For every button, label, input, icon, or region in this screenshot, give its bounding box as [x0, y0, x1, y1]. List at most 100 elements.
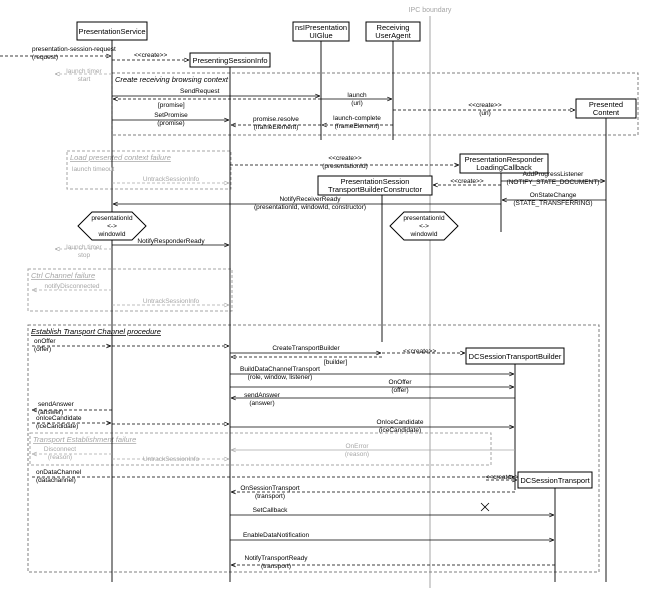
msg-launch-timer-stop-line1: launch timer — [66, 244, 102, 251]
msg-notify-responder-ready-label: NotifyResponderReady — [137, 238, 205, 245]
msg-untrack-1-label: UntrackSessionInfo — [143, 176, 200, 183]
msg-untrack-3-label: UntrackSessionInfo — [143, 456, 200, 463]
state-right-line2: <-> — [419, 223, 429, 230]
participant-presented-content-line2: Content — [593, 108, 620, 117]
msg-create-session-info-label: <<create>> — [134, 52, 167, 59]
msg-create-dc-builder-label: <<create>> — [403, 348, 436, 355]
fragment-establish-transport-label: Establish Transport Channel procedure — [31, 327, 161, 336]
msg-add-progress-listener-arg: (NOTIFY_STATE_DOCUMENT) — [507, 179, 600, 186]
msg-promise-resolve-arg: (frameElement) — [254, 124, 299, 131]
participant-presentation-service: PresentationService — [78, 27, 145, 36]
participant-builder-constructor-line2: TransportBuilderConstructor — [328, 185, 422, 194]
msg-on-state-change-arg: (STATE_TRANSFERRING) — [513, 200, 592, 207]
lifelines — [111, 40, 607, 582]
msg-build-dc-transport-label: BuildDataChannelTransport — [240, 366, 320, 373]
msg-promise-return-label: [promise] — [158, 102, 185, 109]
participant-loading-callback-box — [459, 153, 549, 174]
msg-builder-return-label: [builder] — [324, 359, 347, 366]
participant-dc-transport-builder-box — [465, 347, 565, 365]
fragment-create-context-label: Create receiving browsing context — [115, 75, 229, 84]
msg-send-answer-1-arg: (answer) — [249, 400, 274, 407]
participant-presented-content-line1: Presented — [589, 100, 623, 109]
state-left-line2: <-> — [107, 223, 117, 230]
msg-launch-complete-arg: (frameElement) — [335, 123, 380, 130]
msg-on-ice-candidate-label: onIceCandidate — [36, 415, 82, 422]
participant-presentation-service-box — [76, 21, 148, 41]
msg-promise-resolve-label: promise.resolve — [253, 116, 299, 123]
participant-dc-session-transport: DCSessionTransport — [520, 476, 590, 485]
state-right-line1: presentationId — [403, 215, 445, 222]
msg-on-state-change-label: OnStateChange — [530, 192, 577, 199]
msg-enable-data-notification-label: EnableDataNotification — [243, 532, 310, 539]
destroy-mark-b — [480, 502, 490, 512]
msg-send-request-label: SendRequest — [180, 88, 220, 95]
participant-presented-content-box — [575, 98, 637, 119]
fragment-load-failure-label: Load presented context failure — [70, 153, 171, 162]
state-left-line3: windowId — [97, 231, 125, 238]
participant-loading-callback-line1: PresentationResponder — [465, 155, 544, 164]
fragment-ctrl-failure: Ctrl Channel failure — [27, 268, 233, 312]
msg-build-dc-transport-arg: (role, window, listener) — [248, 374, 313, 381]
msg-create-loading-callback-label: <<create>> — [328, 155, 361, 162]
msg-on-offer-2-arg: (offer) — [391, 387, 408, 394]
msg-send-answer-2-arg: (answer) — [38, 409, 63, 416]
msg-on-ice-candidate-arg: (iceCandidate) — [36, 423, 78, 430]
msg-on-data-channel-label: onDataChannel — [36, 469, 82, 476]
msg-launch-arg: (url) — [351, 100, 363, 107]
msg-on-error-arg: (reason) — [345, 451, 369, 458]
msg-notify-receiver-ready-arg: (presentationId, windowId, constructor) — [254, 204, 366, 211]
state-right-line3: windowId — [409, 231, 437, 238]
msg-on-offer-label: onOffer — [34, 338, 56, 345]
participant-builder-constructor-line1: PresentationSession — [341, 177, 410, 186]
msg-on-offer-arg: (offer) — [34, 346, 51, 353]
msg-set-promise-label: SetPromise — [154, 112, 188, 119]
msg-notify-transport-ready-arg: (transport) — [261, 563, 291, 570]
msg-disconnect-label: Disconnect — [44, 446, 76, 453]
msg-on-data-channel-arg: (datachannel) — [36, 477, 76, 484]
participant-receiving-user-agent-line2: UserAgent — [375, 31, 411, 40]
fragment-establish-transport: Establish Transport Channel procedure — [27, 324, 600, 573]
participant-dc-session-transport-box — [517, 471, 593, 489]
msg-on-ice-candidate-2-label: OnIceCandidate — [377, 419, 424, 426]
participant-receiving-user-agent-line1: Receiving — [377, 23, 410, 32]
msg-add-progress-listener-label: AddProgressListener — [523, 171, 585, 178]
msg-notify-disconnected-label: notifyDisconnected — [45, 283, 100, 290]
participant-receiving-user-agent-box — [365, 21, 421, 42]
msg-launch-complete-label: launch-complete — [333, 115, 381, 122]
msg-notify-transport-ready-label: NotifyTransportReady — [245, 555, 309, 562]
msg-send-answer-2-label: sendAnswer — [38, 401, 75, 408]
state-left-line1: presentationId — [91, 215, 133, 222]
state-right: presentationId <-> windowId — [389, 211, 459, 241]
fragment-transport-failure: Transport Establishment failure — [29, 432, 492, 466]
msg-untrack-2-label: UntrackSessionInfo — [143, 298, 200, 305]
fragment-ctrl-failure-label: Ctrl Channel failure — [31, 271, 95, 280]
participant-uiglue-line1: nsIPresentation — [295, 23, 347, 32]
participant-uiglue-box — [292, 21, 350, 42]
msg-launch-timer-stop-line2: stop — [78, 252, 91, 259]
msg-set-promise-arg: (promise) — [157, 120, 184, 127]
msg-notify-receiver-ready-label: NotifyReceiverReady — [279, 196, 341, 203]
participant-loading-callback-line2: LoadingCallback — [476, 163, 532, 172]
msg-session-request-arg: (request) — [32, 54, 58, 61]
msg-launch-timer-start-line2: start — [78, 76, 91, 83]
msg-create-presented-content-label: <<create>> — [468, 102, 501, 109]
msg-on-offer-2-label: OnOffer — [388, 379, 412, 386]
participant-builder-constructor-box — [317, 175, 433, 196]
msg-set-callback-label: SetCallback — [253, 507, 288, 514]
participant-dc-transport-builder: DCSessionTransportBuilder — [469, 352, 562, 361]
msg-create-presented-content-arg: (url) — [479, 110, 491, 117]
fragment-transport-failure-label: Transport Establishment failure — [33, 435, 136, 444]
msg-on-session-transport-label: OnSessionTransport — [240, 485, 300, 492]
participant-presenting-session-info-box — [189, 52, 271, 68]
participant-presenting-session-info: PresentingSessionInfo — [192, 56, 267, 65]
msg-session-request-label: presentation-session-request — [32, 46, 116, 53]
ipc-boundary-label: IPC boundary — [409, 7, 452, 14]
msg-create-loading-callback-arg: (presentationId) — [322, 163, 368, 170]
participant-uiglue-line2: UIGlue — [309, 31, 332, 40]
msg-disconnect-arg: (reason) — [48, 454, 72, 461]
msg-on-session-transport-arg: (transport) — [255, 493, 285, 500]
fragment-load-failure: Load presented context failure — [66, 150, 232, 190]
state-left: presentationId <-> windowId — [77, 211, 147, 241]
msg-create-builder-constructor-label: <<create>> — [450, 178, 483, 185]
